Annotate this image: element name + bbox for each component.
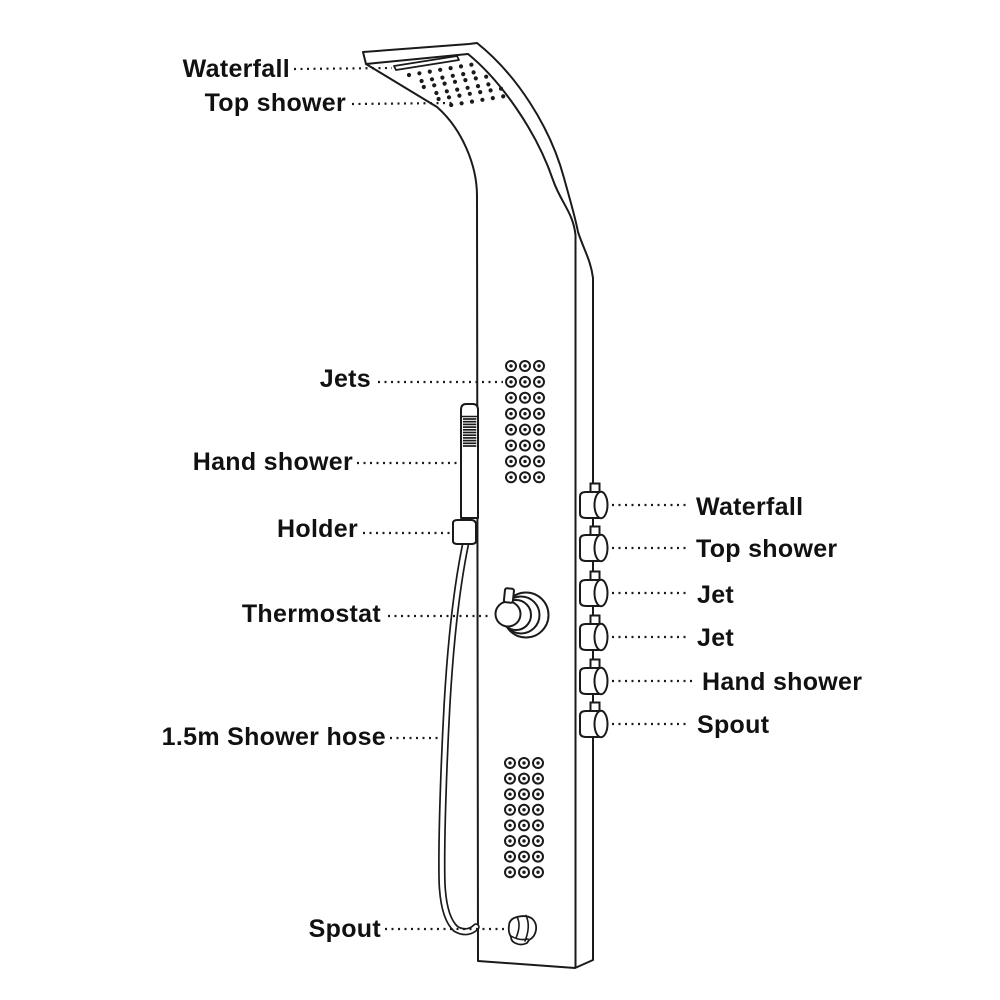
callout-top-shower-left: Top shower	[204, 89, 346, 117]
callout-holder: Holder	[277, 515, 358, 543]
callout-knob-waterfall: Waterfall	[696, 493, 804, 521]
callout-knob-jet-2: Jet	[697, 624, 735, 652]
head-front-strip	[365, 53, 469, 65]
callout-knob-top-shower: Top shower	[696, 535, 838, 563]
control-knob-3	[579, 570, 609, 608]
callout-knob-spout: Spout	[697, 711, 770, 739]
callout-spout-bottom: Spout	[308, 915, 381, 943]
shower-hose	[438, 538, 480, 936]
control-knob-4	[579, 614, 609, 652]
leader-top-shower-left	[351, 101, 453, 106]
hand-shower-wand	[452, 403, 479, 545]
thermostat-handle	[502, 587, 515, 604]
top-shower-dots	[406, 62, 506, 108]
control-knob-1	[579, 482, 609, 520]
callout-thermostat: Thermostat	[241, 600, 381, 628]
callout-hand-shower: Hand shower	[192, 448, 353, 476]
control-knob-6	[579, 701, 609, 739]
jets-grid-lower	[504, 757, 544, 879]
control-knob-5	[579, 658, 609, 696]
callout-shower-hose: 1.5m Shower hose	[161, 723, 386, 751]
control-knobs	[579, 482, 609, 739]
leader-lines	[293, 66, 693, 931]
panel-side-edge	[467, 53, 577, 968]
spout	[507, 914, 538, 946]
waterfall-slot	[393, 55, 460, 71]
wand-nozzle-hatch	[463, 418, 477, 447]
control-knob-2	[579, 525, 609, 563]
callout-waterfall-left: Waterfall	[182, 55, 290, 83]
thermostat-knob	[494, 587, 550, 639]
jets-grid-upper	[505, 360, 545, 484]
holder-bracket	[452, 519, 477, 545]
callout-knob-hand-shower: Hand shower	[702, 668, 863, 696]
callout-knob-jet-1: Jet	[697, 581, 735, 609]
callout-jets: Jets	[319, 365, 371, 393]
